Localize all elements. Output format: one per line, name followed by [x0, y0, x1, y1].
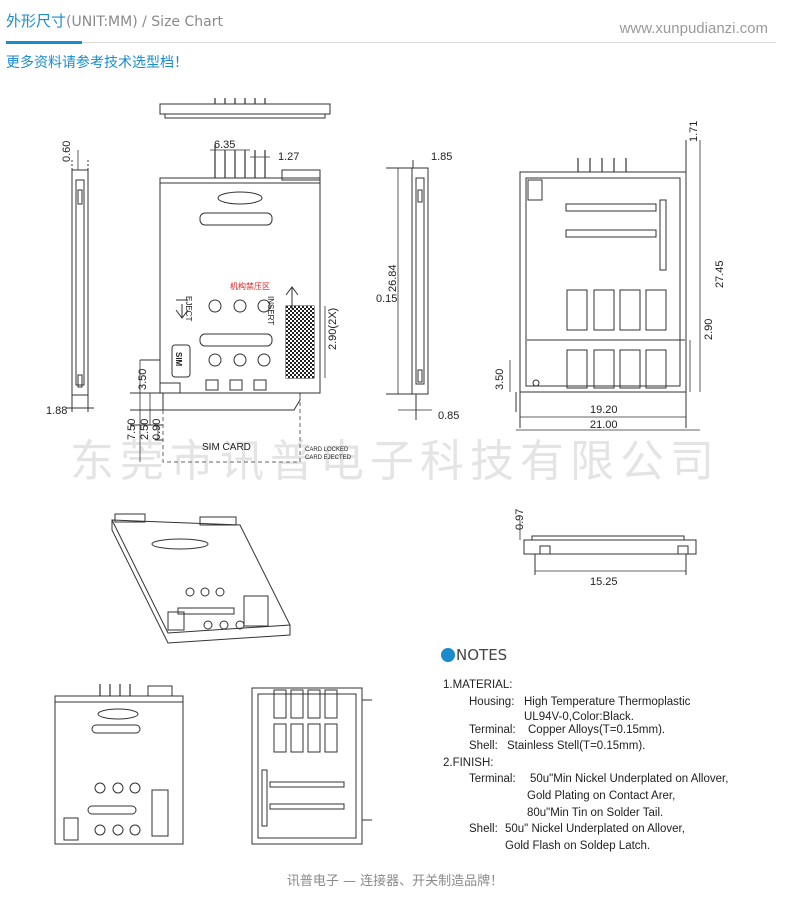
dim-26-84: 26.84	[387, 264, 399, 292]
bottom-view	[515, 140, 687, 428]
dim-1-71: 1.71	[688, 121, 700, 142]
page-title: 外形尺寸(UNIT:MM) / Size Chart	[6, 10, 223, 31]
sim-card-label: SIM CARD	[202, 442, 251, 453]
notes-fin-shell-label: Shell:	[469, 823, 498, 835]
notes-housing-label: Housing:	[469, 696, 515, 708]
dim-2-90-2x: 2.90(2X)	[327, 308, 339, 350]
insert-label: INSERT	[266, 296, 275, 325]
dim-6-35: 6.35	[214, 139, 235, 151]
top-view-small	[523, 535, 697, 575]
notes-material: 1.MATERIAL:	[443, 679, 513, 691]
front-view	[130, 145, 321, 463]
notes-terminal-label: Terminal:	[469, 724, 516, 736]
dim-21-00: 21.00	[590, 419, 618, 431]
subtitle: 更多资料请参考技术选型档！	[6, 55, 188, 71]
dim-0-15: 0.15	[376, 293, 397, 305]
notes-fin-terminal-3: 80u"Min Tin on Solder Tail.	[527, 807, 664, 819]
dim-0-60: 0.60	[61, 141, 73, 162]
eject-label: EJECT	[184, 296, 193, 321]
dim-0-85: 0.85	[438, 410, 459, 422]
notes-housing-1: High Temperature Thermoplastic	[524, 696, 691, 708]
dim-0-90: 0.90	[151, 419, 163, 440]
notes-fin-terminal-2: Gold Plating on Contact Arer,	[527, 790, 676, 802]
notes-fin-shell-1: 50u" Nickel Underplated on Allover,	[505, 823, 685, 835]
notes-finish: 2.FINISH:	[443, 757, 494, 769]
dim-7-50: 7.50	[126, 419, 138, 440]
notes-terminal-val: Copper Alloys(T=0.15mm).	[528, 724, 666, 736]
footer-slogan: 讯普电子 — 连接器、开关制造品牌！	[286, 874, 504, 889]
side-view-middle	[386, 160, 429, 420]
card-locked-label: CARD LOCKED	[305, 447, 349, 453]
dim-15-25: 15.25	[590, 576, 618, 588]
notes-shell-val: Stainless Stell(T=0.15mm).	[507, 740, 646, 752]
side-view-left	[66, 160, 94, 412]
dim-1-85: 1.85	[431, 151, 452, 163]
notes-fin-shell-2: Gold Flash on Soldep Latch.	[505, 840, 651, 852]
header-accent-bar	[6, 41, 82, 44]
dim-2-50: 2.50	[139, 419, 151, 440]
notes-fin-terminal-1: 50u"Min Nickel Underplated on Allover,	[530, 773, 729, 785]
top-view	[159, 98, 331, 119]
notes-shell-label: Shell:	[469, 740, 498, 752]
notes-fin-terminal-label: Terminal:	[469, 773, 516, 785]
dim-3-50: 3.50	[137, 369, 149, 390]
notes-housing-2: UL94V-0,Color:Black.	[524, 711, 634, 723]
title-cn: 外形尺寸	[6, 12, 67, 30]
front-view-small	[54, 684, 184, 845]
forbidden-zone-label: 机构禁压区	[230, 281, 270, 291]
dim-3-50-b: 3.50	[494, 369, 506, 390]
isometric-view	[111, 513, 291, 644]
header-divider	[6, 42, 776, 43]
dim-1-27: 1.27	[278, 151, 299, 163]
dim-1-88: 1.88	[46, 405, 67, 417]
notes-title: NOTES	[456, 646, 508, 664]
card-ejected-label: CARD EJECTED	[305, 455, 352, 461]
dim-19-20: 19.20	[590, 404, 618, 416]
back-view-small	[251, 687, 372, 845]
dim-27-45: 27.45	[714, 260, 726, 288]
sim-label: SIM	[174, 352, 183, 367]
dim-2-90: 2.90	[703, 319, 715, 340]
notes-bullet-icon	[441, 648, 455, 662]
site-url: www.xunpudianzi.com	[619, 20, 768, 37]
dim-0-97: 0.97	[514, 509, 526, 530]
title-unit: (UNIT:MM) / Size Chart	[66, 14, 223, 30]
